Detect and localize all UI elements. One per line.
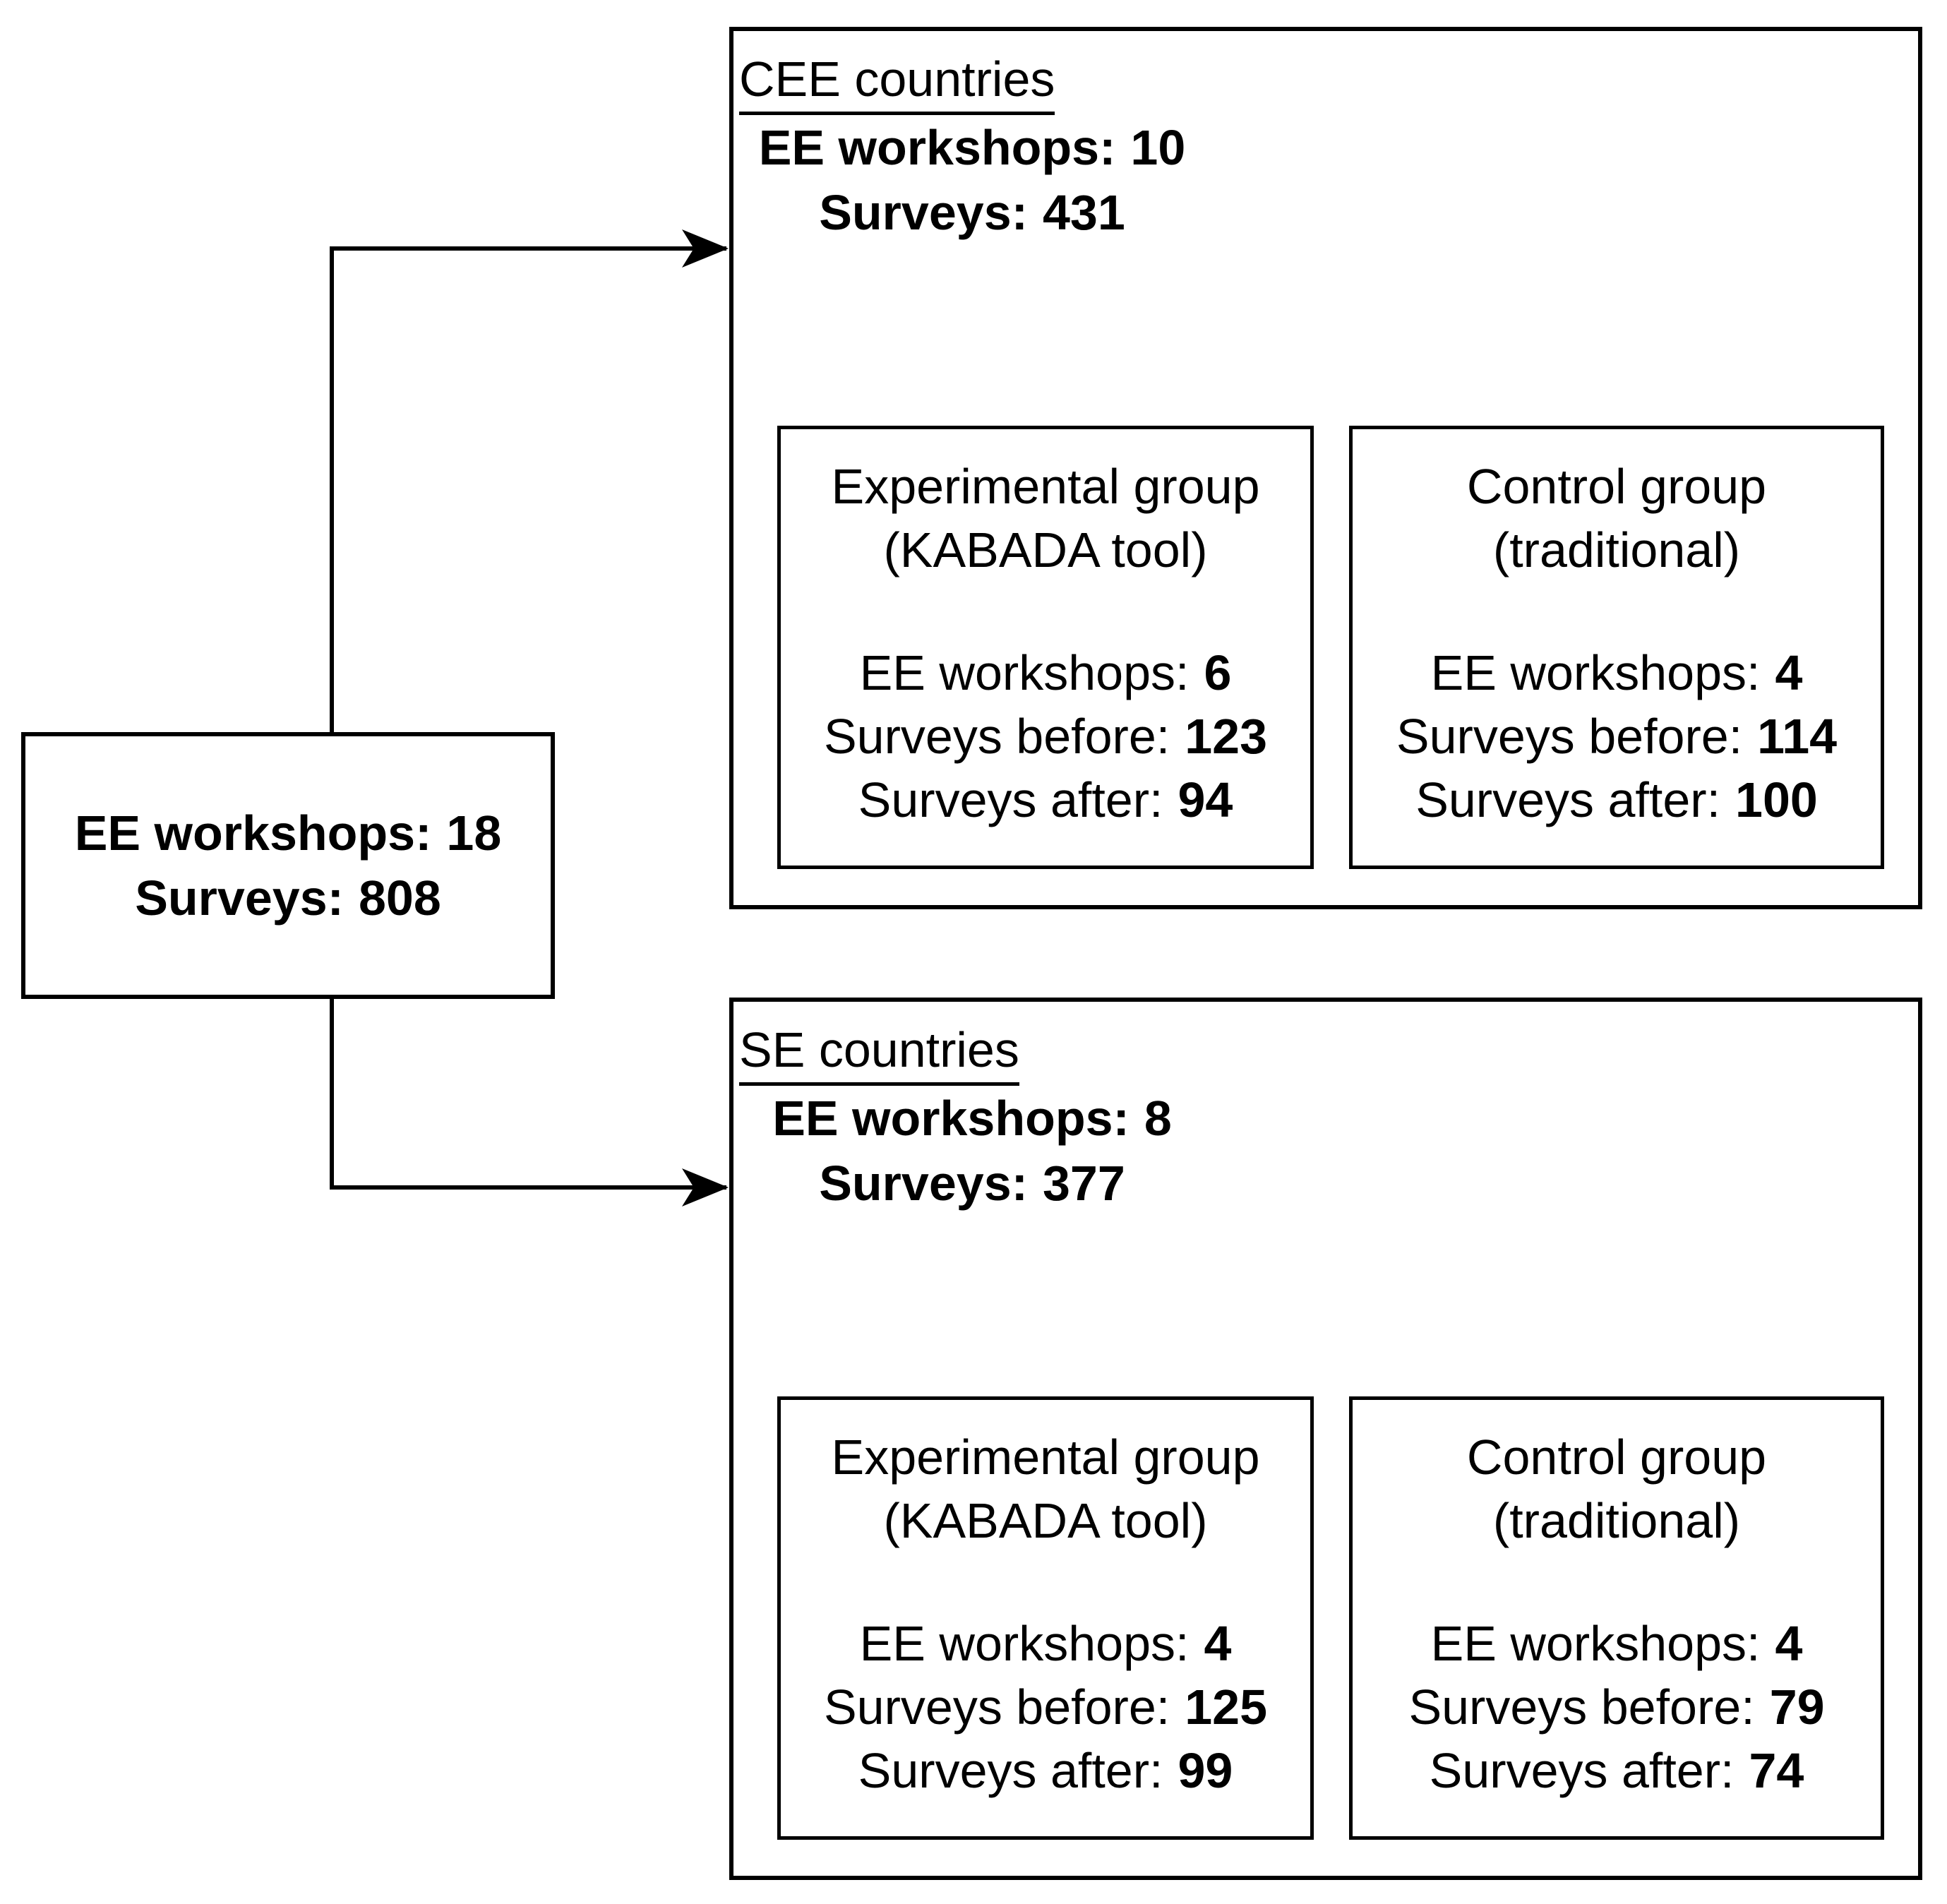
stat-line: Surveys before:79 <box>1408 1680 1825 1735</box>
cee-header: CEE countries EE workshops:10 Surveys:43… <box>739 47 1205 245</box>
stat-line: Surveys after:99 <box>858 1743 1233 1798</box>
total-ee-workshops-value: 18 <box>446 806 502 861</box>
se-title-line: SE countries <box>739 1017 1205 1086</box>
cee-countries-box: CEE countries EE workshops:10 Surveys:43… <box>729 27 1922 909</box>
total-surveys-value: 808 <box>358 870 441 926</box>
total-surveys-line: Surveys:808 <box>25 866 551 930</box>
cee-title: CEE countries <box>739 47 1055 115</box>
cee-surveys-line: Surveys:431 <box>819 185 1125 240</box>
group-title: Control group (traditional) <box>1466 459 1767 577</box>
group-title: Experimental group (KABADA tool) <box>831 1430 1260 1548</box>
stat-line: Surveys before:125 <box>823 1680 1268 1735</box>
total-box: EE workshops: 18 Surveys:808 <box>21 732 555 999</box>
cee-title-line: CEE countries <box>739 47 1205 115</box>
stat-line: EE workshops:4 <box>859 1616 1232 1671</box>
stat-line: EE workshops:6 <box>859 645 1232 700</box>
se-title: SE countries <box>739 1017 1019 1086</box>
se-ee-workshops-line: EE workshops:8 <box>772 1091 1172 1146</box>
se-control-group-box: Control group (traditional) EE workshops… <box>1349 1396 1884 1840</box>
group-title: Control group (traditional) <box>1466 1430 1767 1548</box>
cee-ee-workshops-line: EE workshops:10 <box>758 120 1186 175</box>
stat-line: Surveys after:100 <box>1415 772 1818 827</box>
se-experimental-group-box: Experimental group (KABADA tool) EE work… <box>777 1396 1314 1840</box>
se-countries-box: SE countries EE workshops:8 Surveys:377 … <box>729 998 1922 1880</box>
group-title: Experimental group (KABADA tool) <box>831 459 1260 577</box>
total-ee-workshops-label: EE workshops: <box>74 806 432 861</box>
stat-line: Surveys after:94 <box>858 772 1233 827</box>
se-surveys-line: Surveys:377 <box>819 1156 1125 1211</box>
stat-line: Surveys before:123 <box>823 709 1268 764</box>
total-ee-workshops-line: EE workshops: 18 <box>25 801 551 866</box>
se-header: SE countries EE workshops:8 Surveys:377 <box>739 1017 1205 1216</box>
stat-line: EE workshops:4 <box>1430 1616 1803 1671</box>
stat-line: EE workshops:4 <box>1430 645 1803 700</box>
cee-experimental-group-box: Experimental group (KABADA tool) EE work… <box>777 426 1314 869</box>
stat-line: Surveys before:114 <box>1396 709 1838 764</box>
stat-line: Surveys after:74 <box>1429 1743 1804 1798</box>
total-surveys-label: Surveys: <box>135 870 344 926</box>
cee-control-group-box: Control group (traditional) EE workshops… <box>1349 426 1884 869</box>
arrow-total-to-cee <box>330 229 729 732</box>
arrow-total-to-se <box>330 999 729 1207</box>
